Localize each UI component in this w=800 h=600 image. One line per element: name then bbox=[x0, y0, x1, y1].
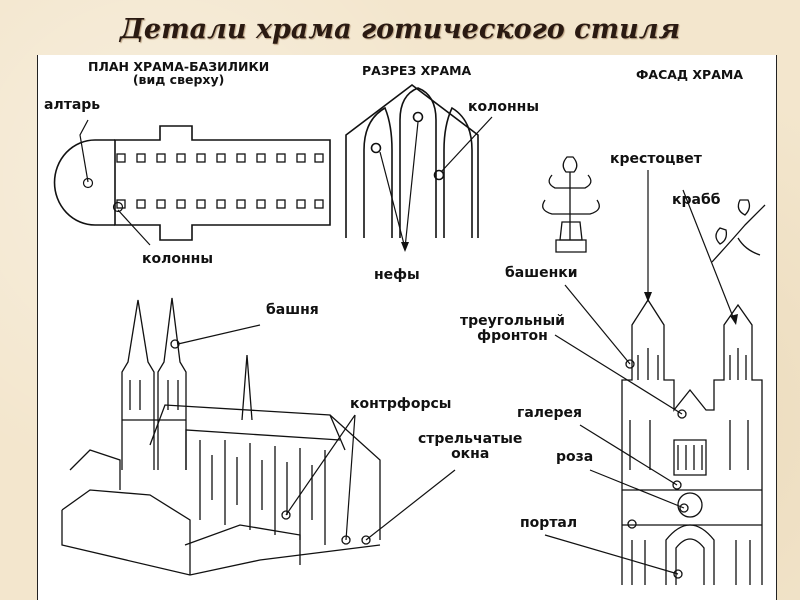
label-turrets: башенки bbox=[505, 265, 578, 281]
plan-heading-line1: ПЛАН ХРАМА-БАЗИЛИКИ bbox=[88, 59, 270, 74]
diagram-sheet bbox=[37, 55, 777, 600]
plan-columns-row1 bbox=[116, 153, 324, 163]
label-buttresses: контрфорсы bbox=[350, 396, 452, 412]
label-rose: роза bbox=[556, 449, 594, 465]
finial-drawing bbox=[542, 156, 600, 253]
label-windows-line2: окна bbox=[451, 445, 490, 462]
label-tower: башня bbox=[266, 302, 319, 318]
label-columns-plan: колонны bbox=[142, 251, 213, 267]
section-heading: РАЗРЕЗ ХРАМА bbox=[362, 63, 472, 78]
facade-heading: ФАСАД ХРАМА bbox=[636, 67, 743, 82]
label-naves: нефы bbox=[374, 267, 420, 283]
label-portal: портал bbox=[520, 515, 578, 531]
label-gable: треугольный фронтон bbox=[460, 314, 565, 343]
label-altar: алтарь bbox=[44, 97, 101, 113]
facade-drawing bbox=[621, 298, 763, 585]
cross-section bbox=[345, 83, 479, 238]
label-gable-line1: треугольный bbox=[460, 313, 565, 329]
label-windows-line1: стрельчатые bbox=[418, 431, 523, 447]
pointer-lines bbox=[79, 116, 736, 575]
label-windows: стрельчатые окна bbox=[418, 432, 522, 461]
label-columns-section: колонны bbox=[468, 99, 539, 115]
label-finial: крестоцвет bbox=[610, 151, 702, 167]
plan-columns-row2 bbox=[116, 199, 324, 209]
cathedral-perspective bbox=[61, 297, 381, 576]
plan-heading: ПЛАН ХРАМА-БАЗИЛИКИ (вид сверху) bbox=[88, 60, 269, 86]
label-crocket: крабб bbox=[672, 192, 721, 208]
plan-heading-line2: (вид сверху) bbox=[132, 72, 225, 88]
label-gable-line2: фронтон bbox=[477, 327, 548, 344]
crocket-drawing bbox=[711, 199, 766, 263]
page-title: Детали храма готического стиля bbox=[119, 14, 681, 45]
label-gallery: галерея bbox=[517, 405, 583, 421]
basilica-plan bbox=[53, 125, 331, 241]
